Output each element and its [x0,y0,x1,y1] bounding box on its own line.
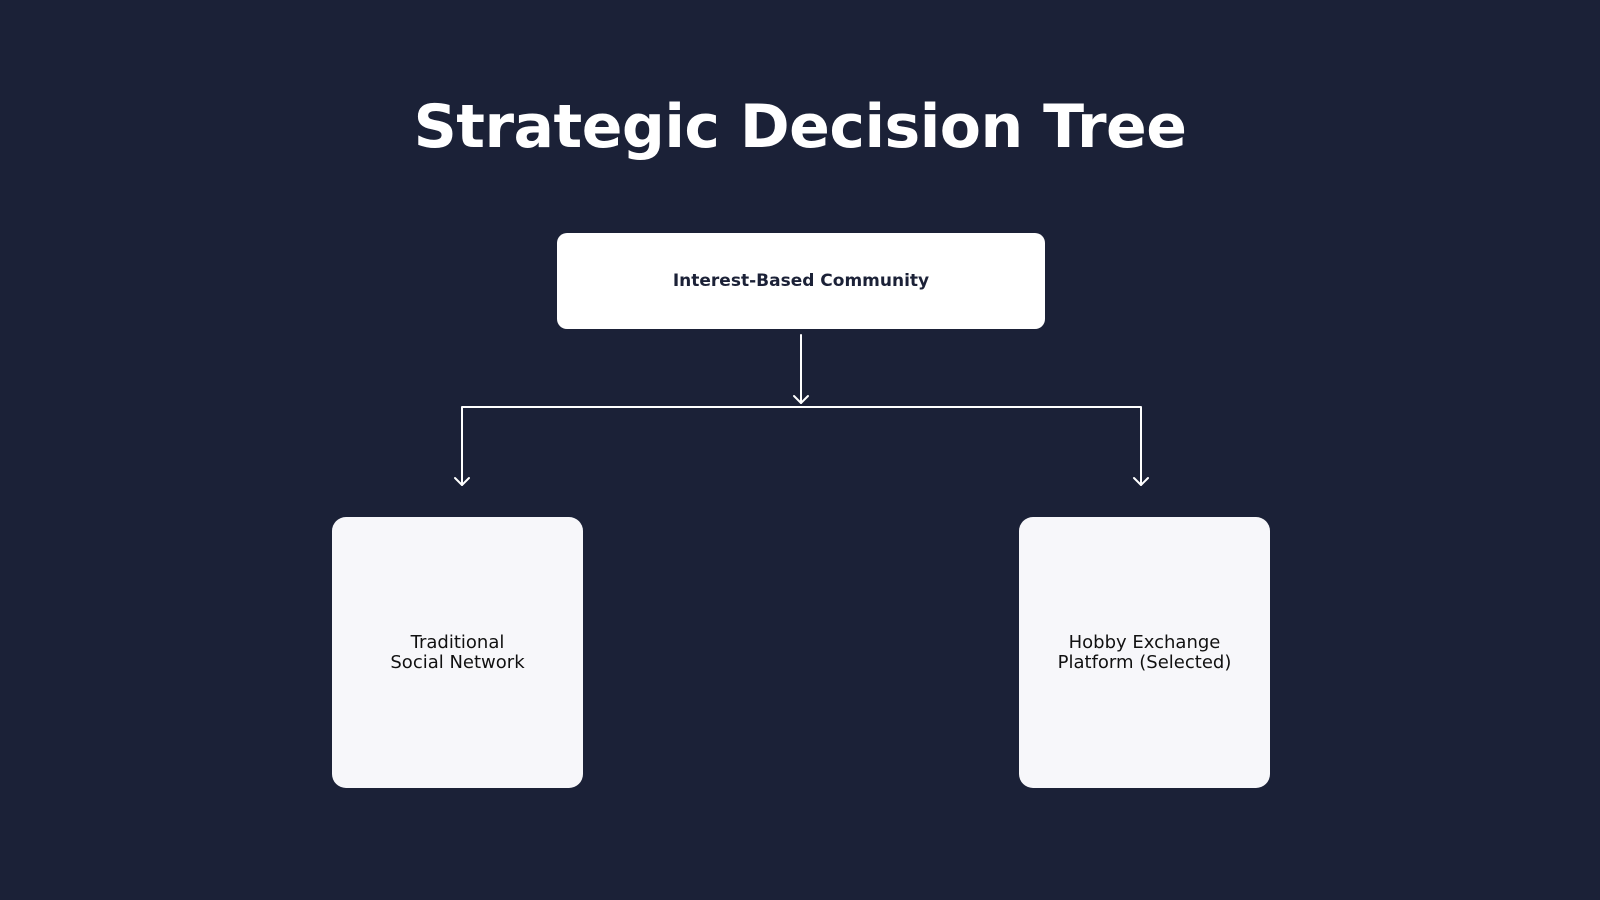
node-label: Traditional Social Network [390,631,525,673]
node-label: Hobby Exchange Platform (Selected) [1057,631,1232,673]
node-label-line: Social Network [390,651,525,673]
arrowhead-root [793,395,809,404]
node-label-line: Hobby Exchange [1068,631,1221,653]
node-traditional-social-network: Traditional Social Network [332,517,583,788]
page-title: Strategic Decision Tree [413,92,1187,162]
arrowhead-left [454,477,470,486]
node-label: Interest-Based Community [672,271,930,291]
arrowhead-right [1133,477,1149,486]
node-hobby-exchange-platform: Hobby Exchange Platform (Selected) [1019,517,1270,788]
node-label-line: Traditional [410,631,505,653]
node-interest-based-community: Interest-Based Community [557,233,1045,329]
connector-branch [461,406,1142,486]
node-label-line: Platform (Selected) [1057,651,1232,673]
